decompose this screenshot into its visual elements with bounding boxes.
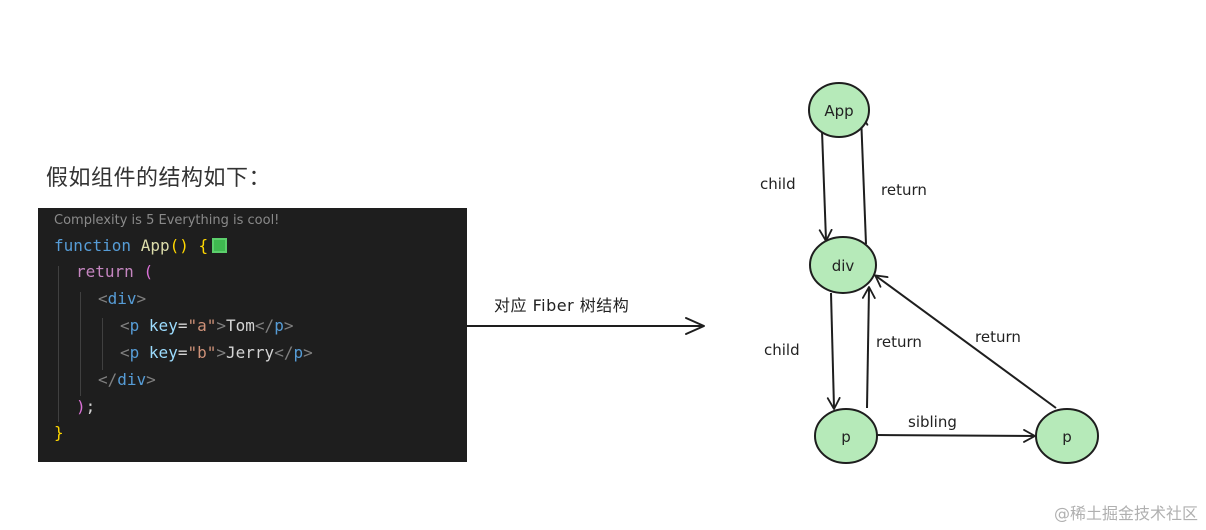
tag-bracket: </ xyxy=(98,370,118,389)
attr-name: key xyxy=(148,316,178,335)
node-div-circle xyxy=(809,236,877,294)
attr-name: key xyxy=(148,343,178,362)
code-line-6: </div> xyxy=(98,367,156,393)
tag-bracket: </ xyxy=(274,343,294,362)
tag-name: div xyxy=(117,370,147,389)
tag-bracket: > xyxy=(216,343,227,362)
close-brace: } xyxy=(54,423,64,442)
edge-p2-div-return xyxy=(874,274,1057,409)
green-square-icon xyxy=(212,238,228,253)
open-paren: ( xyxy=(143,262,154,281)
close-paren: ) xyxy=(76,397,86,416)
code-line-7: ); xyxy=(76,394,95,420)
text-content: Jerry xyxy=(226,343,275,362)
edge-div-app-return xyxy=(854,113,869,245)
node-div: div xyxy=(809,236,877,294)
equals: = xyxy=(177,343,188,362)
indent-guide xyxy=(102,318,103,370)
node-div-label: div xyxy=(832,257,855,275)
edge-label-app-div-child: child xyxy=(760,175,796,193)
arrow-label: 对应 Fiber 树结构 xyxy=(494,296,630,315)
tag-name: div xyxy=(107,289,137,308)
tag-bracket: > xyxy=(216,316,227,335)
edge-app-div-child xyxy=(818,130,833,242)
node-p1-label: p xyxy=(841,428,851,446)
open-brace: { xyxy=(198,236,209,255)
tag-bracket: > xyxy=(146,370,156,389)
watermark: @稀土掘金技术社区 xyxy=(1053,504,1198,523)
node-p2: p xyxy=(1035,408,1099,464)
indent-guide xyxy=(80,292,81,396)
code-line-8: } xyxy=(54,420,64,446)
code-panel: Complexity is 5 Everything is cool! func… xyxy=(38,208,467,462)
tag-bracket: > xyxy=(303,343,313,362)
keyword: function xyxy=(54,236,132,255)
node-app-label: App xyxy=(824,102,853,120)
text-content: Tom xyxy=(226,316,255,335)
edge-label-p2-div-return: return xyxy=(975,328,1021,346)
attr-value: "a" xyxy=(187,316,217,335)
tag-name: p xyxy=(129,316,140,335)
tag-name: p xyxy=(293,343,304,362)
attr-value: "b" xyxy=(187,343,217,362)
edge-p1-p2-sibling xyxy=(876,429,1036,443)
tag-bracket: </ xyxy=(254,316,275,335)
code-line-3: <div> xyxy=(98,286,146,312)
edge-label-div-app-return: return xyxy=(881,181,927,199)
node-app-circle xyxy=(808,82,870,138)
heading: 假如组件的结构如下： xyxy=(46,166,272,191)
tag-bracket: > xyxy=(283,316,294,335)
edge-label-p1-div-return: return xyxy=(876,333,922,351)
edge-label-div-p1-child: child xyxy=(764,341,800,359)
tag-bracket: > xyxy=(136,289,147,308)
function-name: App xyxy=(140,236,170,255)
indent-guide xyxy=(58,266,59,422)
tag-bracket: < xyxy=(98,289,108,308)
tag-bracket: < xyxy=(120,343,130,362)
code-line-1: function App() { xyxy=(54,233,228,259)
tag-name: p xyxy=(274,316,284,335)
semicolon: ; xyxy=(85,397,96,416)
keyword: return xyxy=(76,262,134,281)
node-p2-circle xyxy=(1035,408,1099,464)
edge-p1-div-return xyxy=(861,286,876,409)
edge-div-p1-child xyxy=(826,292,841,410)
parens: () xyxy=(169,236,189,255)
node-p1: p xyxy=(814,408,878,464)
tag-bracket: < xyxy=(120,316,130,335)
equals: = xyxy=(177,316,188,335)
code-line-2: return ( xyxy=(76,259,153,285)
node-p2-label: p xyxy=(1062,428,1072,446)
tag-name: p xyxy=(129,343,140,362)
code-line-5: <p key="b">Jerry</p> xyxy=(120,340,313,366)
edge-label-p1-p2-sibling: sibling xyxy=(908,413,957,431)
codelens-text: Complexity is 5 Everything is cool! xyxy=(54,213,280,228)
code-line-4: <p key="a">Tom</p> xyxy=(120,313,293,339)
node-p1-circle xyxy=(814,408,878,464)
node-app: App xyxy=(808,82,870,138)
